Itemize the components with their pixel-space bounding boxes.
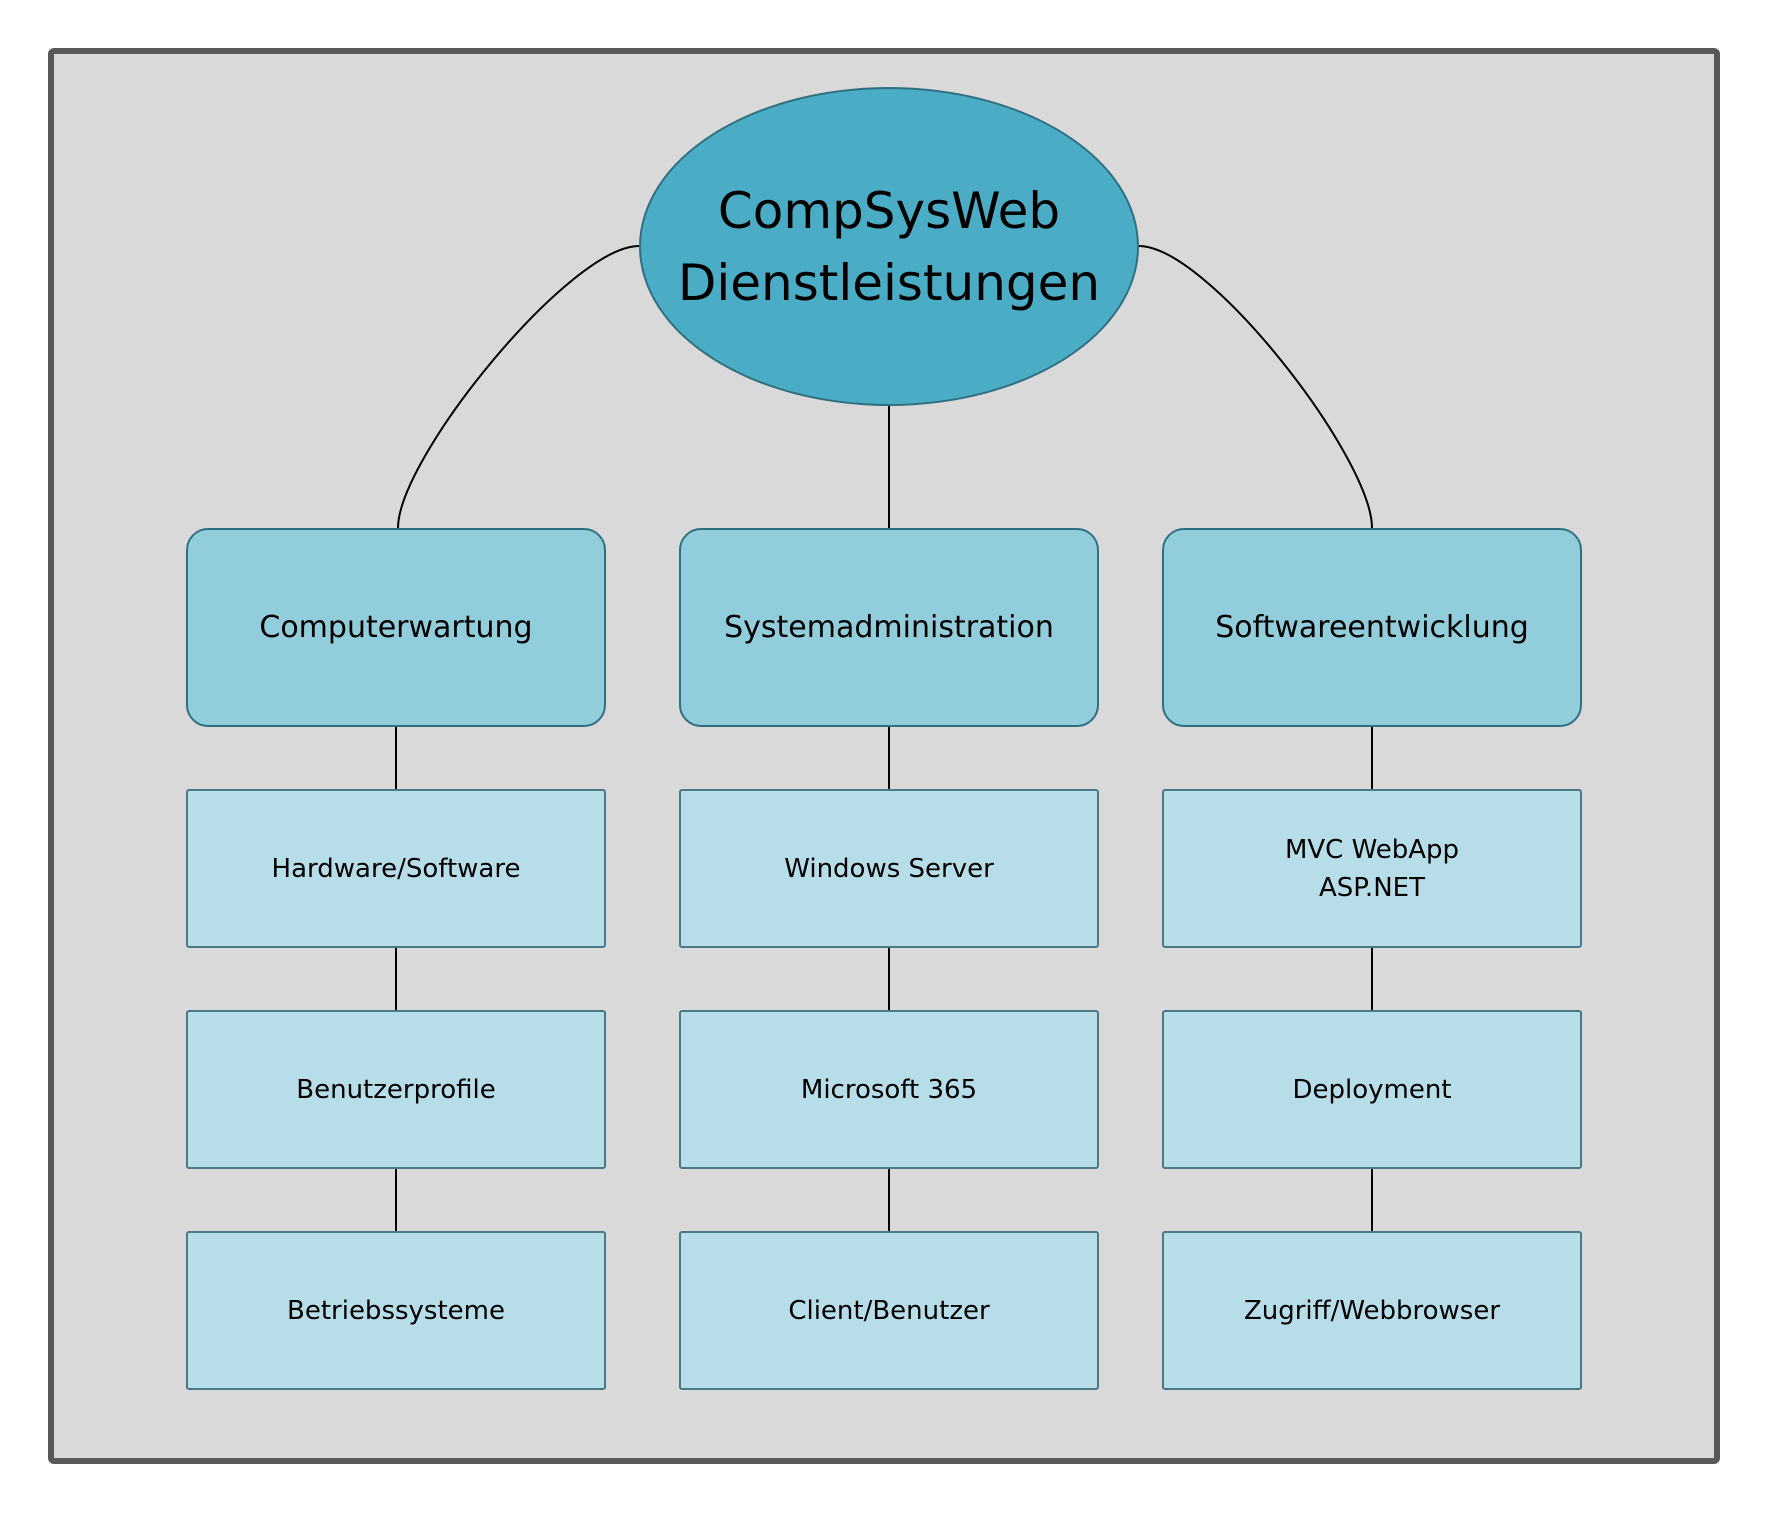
item-deployment: Deployment xyxy=(1162,1010,1582,1169)
root-node: CompSysWeb Dienstleistungen xyxy=(639,87,1139,406)
item-windows-server: Windows Server xyxy=(679,789,1099,948)
category-systemadministration: Systemadministration xyxy=(679,528,1099,727)
item-hardware-software: Hardware/Software xyxy=(186,789,606,948)
item-betriebssysteme: Betriebssysteme xyxy=(186,1231,606,1390)
category-computerwartung: Computerwartung xyxy=(186,528,606,727)
item-mvc-webapp: MVC WebApp ASP.NET xyxy=(1162,789,1582,948)
item-microsoft-365: Microsoft 365 xyxy=(679,1010,1099,1169)
item-zugriff-webbrowser: Zugriff/Webbrowser xyxy=(1162,1231,1582,1390)
category-softwareentwicklung: Softwareentwicklung xyxy=(1162,528,1582,727)
item-client-benutzer: Client/Benutzer xyxy=(679,1231,1099,1390)
item-benutzerprofile: Benutzerprofile xyxy=(186,1010,606,1169)
